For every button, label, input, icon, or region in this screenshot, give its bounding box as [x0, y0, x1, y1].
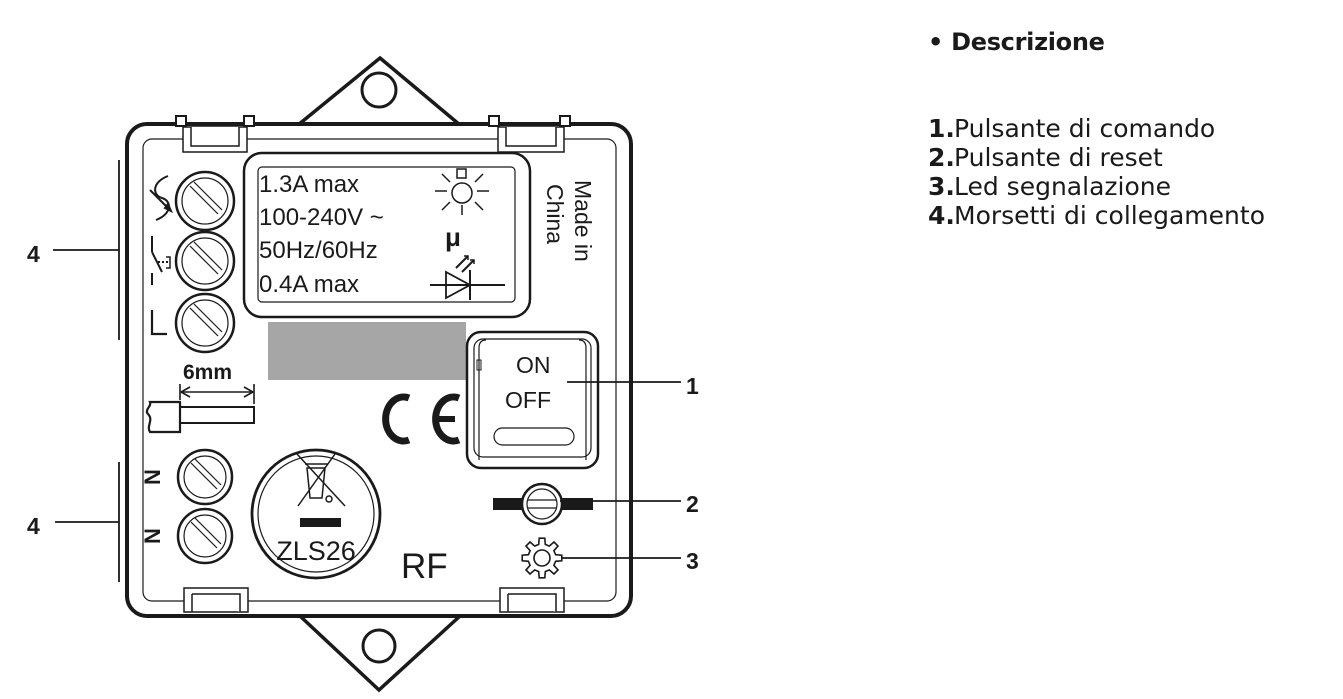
- switch-symbol-icon: [151, 236, 171, 285]
- bottom-terminal-block[interactable]: [176, 448, 234, 565]
- terminal-screw[interactable]: [176, 507, 234, 565]
- button-off-label: OFF: [505, 387, 551, 413]
- spec-frequency: 50Hz/60Hz: [259, 237, 378, 264]
- origin-line1: Made in: [570, 180, 596, 262]
- ce-mark-icon: [382, 393, 461, 445]
- callout-1-label: 1: [686, 373, 699, 399]
- terminal-screw[interactable]: [176, 448, 234, 506]
- led-indicator-gear-icon: [521, 537, 563, 579]
- bottom-mount-hole: [361, 628, 397, 664]
- legend-item: 2.Pulsante di reset: [928, 143, 1265, 172]
- spec-led-current: 0.4A max: [259, 271, 359, 298]
- legend-item-number: 4.: [928, 201, 955, 230]
- callout-3-label: 3: [686, 548, 699, 574]
- bottom-left-clip: [183, 587, 249, 613]
- model-number: ZLS26: [276, 536, 356, 566]
- lamp-icon: [435, 168, 489, 215]
- button-on-label: ON: [516, 352, 551, 378]
- origin-line2: China: [542, 184, 568, 244]
- callout-4-top: [53, 160, 120, 340]
- gray-label-area: [268, 322, 466, 380]
- legend-item-number: 3.: [928, 172, 955, 201]
- legend-item: 1.Pulsante di comando: [928, 114, 1265, 143]
- legend-item-number: 2.: [928, 143, 955, 172]
- terminal-screw[interactable]: [174, 292, 236, 354]
- legend-title: • Descrizione: [928, 28, 1105, 56]
- legend-item: 4.Morsetti di collegamento: [928, 201, 1265, 230]
- legend-item-text: Led segnalazione: [954, 172, 1171, 201]
- callout-2-label: 2: [686, 491, 699, 517]
- terminal-screw[interactable]: [174, 170, 236, 232]
- legend-item-number: 1.: [928, 114, 955, 143]
- bottom-right-clip: [499, 587, 565, 613]
- svg-text:N: N: [140, 469, 165, 485]
- rf-label: RF: [401, 547, 448, 586]
- wave-arrow-icon: [149, 175, 173, 221]
- legend: • Descrizione 1.Pulsante di comando 2.Pu…: [928, 28, 1265, 230]
- top-right-clip: [488, 115, 571, 153]
- spec-label: 1.3A max 100-240V ~ 50Hz/60Hz 0.4A max μ: [242, 151, 532, 319]
- legend-item: 3.Led segnalazione: [928, 172, 1265, 201]
- model-badge: ZLS26: [250, 448, 382, 580]
- top-left-clip: [175, 115, 255, 153]
- neutral-label-1: N: [140, 469, 165, 485]
- wire-strip-gauge: 6mm: [145, 361, 255, 434]
- callout-4-bottom: [55, 462, 120, 582]
- spec-current-max: 1.3A max: [259, 171, 359, 198]
- micro-symbol: μ: [445, 222, 461, 252]
- neutral-label-2: N: [140, 528, 165, 544]
- callout-4-top-label: 4: [27, 241, 40, 267]
- legend-item-text: Pulsante di reset: [954, 143, 1163, 172]
- legend-list: 1.Pulsante di comando 2.Pulsante di rese…: [928, 114, 1265, 230]
- top-mount-hole: [360, 71, 398, 109]
- svg-text:N: N: [140, 528, 165, 544]
- led-diode-icon: [430, 255, 505, 300]
- origin-label: Made in China: [542, 180, 596, 262]
- on-off-button[interactable]: ON OFF: [465, 330, 600, 470]
- spec-voltage: 100-240V ~: [259, 204, 384, 231]
- callout-4-bottom-label: 4: [27, 513, 40, 539]
- weee-bin-icon: [296, 453, 346, 507]
- wire-strip-length: 6mm: [183, 361, 232, 384]
- legend-item-text: Pulsante di comando: [954, 114, 1216, 143]
- top-terminal-block[interactable]: [174, 170, 236, 354]
- legend-item-text: Morsetti di collegamento: [954, 201, 1265, 230]
- terminal-screw[interactable]: [174, 230, 236, 292]
- line-L-icon: [150, 310, 167, 336]
